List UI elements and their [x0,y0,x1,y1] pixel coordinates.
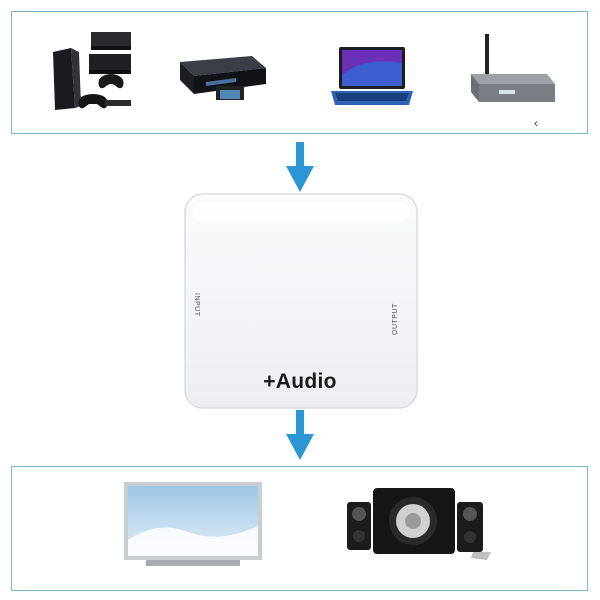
arrow-down-icon [286,410,314,460]
media-box-router-icon [471,34,555,102]
chevron-left-icon: ‹ [534,116,538,130]
blu-ray-player-icon [180,56,266,100]
audio-label: +Audio [263,370,337,393]
speaker-system-icon [347,488,491,560]
arrow-down-icon [286,142,314,192]
laptop-icon [331,47,413,105]
input-label: INPUT [193,293,200,317]
audio-extractor-box [184,193,418,409]
game-console-icon [53,32,131,110]
tv-monitor-icon [124,482,262,566]
output-devices-panel [11,466,588,591]
output-label: OUTPUT [392,303,399,335]
